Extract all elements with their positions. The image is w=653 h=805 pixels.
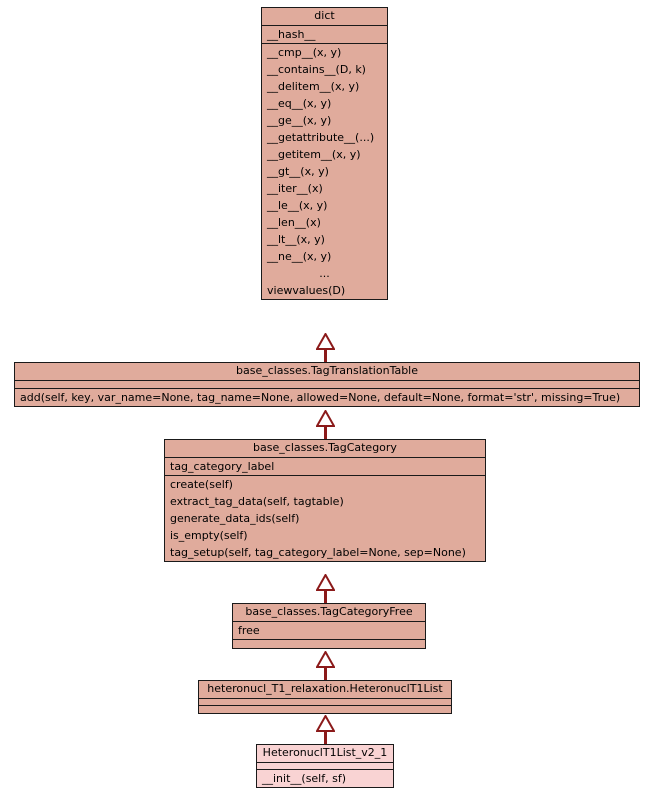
operation-iter: __iter__(x) (267, 182, 323, 195)
operation-add: add(self, key, var_name=None, tag_name=N… (20, 391, 621, 404)
tagtranslationtable-operations-compartment: add(self, key, var_name=None, tag_name=N… (15, 389, 639, 406)
class-name-heteronuclt1list: heteronucl_T1_relaxation.HeteronuclT1Lis… (207, 682, 443, 695)
heteronuclt1listv21-attributes-compartment (257, 763, 393, 770)
class-name-tagcategory: base_classes.TagCategory (253, 441, 397, 454)
class-name-tagtranslationtable: base_classes.TagTranslationTable (235, 364, 419, 377)
class-box-tagtranslationtable[interactable]: base_classes.TagTranslationTable add(sel… (14, 362, 640, 407)
dict-operations-compartment: __cmp__(x, y) __contains__(D, k) __delit… (262, 44, 387, 299)
operation-tag-setup: tag_setup(self, tag_category_label=None,… (170, 546, 466, 559)
generalization-arrow-tagcategory (316, 574, 335, 591)
generalization-arrow-heteronuclt1list (316, 715, 335, 732)
generalization-arrow-tagcategoryfree (316, 651, 335, 668)
operation-getitem: __getitem__(x, y) (267, 148, 361, 161)
tagcategoryfree-attributes-compartment: free (233, 622, 425, 640)
operation-len: __len__(x) (267, 216, 321, 229)
operation-delitem: __delitem__(x, y) (267, 80, 360, 93)
generalization-line-tagcategoryfree-to-tagcategory (324, 589, 327, 603)
operation-create: create(self) (170, 478, 233, 491)
tagcategory-operations-compartment: create(self) extract_tag_data(self, tagt… (165, 476, 485, 561)
class-name-heteronuclt1list-v2-1: HeteronuclT1List_v2_1 (262, 746, 388, 759)
tagcategory-attributes-compartment: tag_category_label (165, 458, 485, 476)
heteronuclt1list-operations-compartment (199, 706, 451, 713)
operation-ge: __ge__(x, y) (267, 114, 332, 127)
attribute-tag-category-label: tag_category_label (170, 460, 275, 473)
class-box-tagcategoryfree[interactable]: base_classes.TagCategoryFree free (232, 603, 426, 649)
class-box-heteronuclt1list-v2-1[interactable]: HeteronuclT1List_v2_1 __init__(self, sf) (256, 744, 394, 788)
tagtranslationtable-name-compartment: base_classes.TagTranslationTable (15, 363, 639, 381)
class-name-dict: dict (314, 9, 335, 22)
tagcategoryfree-operations-compartment (233, 640, 425, 648)
class-name-tagcategoryfree: base_classes.TagCategoryFree (245, 605, 413, 618)
heteronuclt1list-attributes-compartment (199, 699, 451, 706)
tagtranslationtable-attributes-compartment (15, 381, 639, 389)
heteronuclt1list-name-compartment: heteronucl_T1_relaxation.HeteronuclT1Lis… (199, 681, 451, 699)
generalization-line-heteronuclt1listv21-to-heteronuclt1list (324, 730, 327, 744)
class-box-tagcategory[interactable]: base_classes.TagCategory tag_category_la… (164, 439, 486, 562)
operation-getattribute: __getattribute__(...) (267, 131, 375, 144)
operation-viewvalues: viewvalues(D) (267, 284, 346, 297)
operation-le: __le__(x, y) (267, 199, 328, 212)
class-box-heteronuclt1list[interactable]: heteronucl_T1_relaxation.HeteronuclT1Lis… (198, 680, 452, 714)
tagcategory-name-compartment: base_classes.TagCategory (165, 440, 485, 458)
operation-gt: __gt__(x, y) (267, 165, 329, 178)
dict-name-compartment: dict (262, 8, 387, 26)
heteronuclt1listv21-name-compartment: HeteronuclT1List_v2_1 (257, 745, 393, 763)
operation-extract-tag-data: extract_tag_data(self, tagtable) (170, 495, 344, 508)
operation-is-empty: is_empty(self) (170, 529, 248, 542)
generalization-line-tagtranslationtable-to-dict (324, 348, 327, 362)
class-box-dict[interactable]: dict __hash__ __cmp__(x, y) __contains__… (261, 7, 388, 300)
operation-eq: __eq__(x, y) (267, 97, 332, 110)
tagcategoryfree-name-compartment: base_classes.TagCategoryFree (233, 604, 425, 622)
dict-attributes-compartment: __hash__ (262, 26, 387, 44)
operation-generate-data-ids: generate_data_ids(self) (170, 512, 300, 525)
generalization-arrow-tagtranslationtable (316, 410, 335, 427)
generalization-arrow-dict (316, 333, 335, 350)
operation-cmp: __cmp__(x, y) (267, 46, 342, 59)
generalization-line-heteronuclt1list-to-tagcategoryfree (324, 666, 327, 680)
generalization-line-tagcategory-to-tagtranslationtable (324, 425, 327, 439)
operation-ne: __ne__(x, y) (267, 250, 332, 263)
operation-lt: __lt__(x, y) (267, 233, 325, 246)
operation-init: __init__(self, sf) (262, 772, 347, 785)
operation-contains: __contains__(D, k) (267, 63, 366, 76)
attribute-free: free (238, 624, 260, 637)
operation-ellipsis: ... (319, 267, 330, 280)
attribute-hash: __hash__ (267, 28, 316, 41)
heteronuclt1listv21-operations-compartment: __init__(self, sf) (257, 770, 393, 787)
